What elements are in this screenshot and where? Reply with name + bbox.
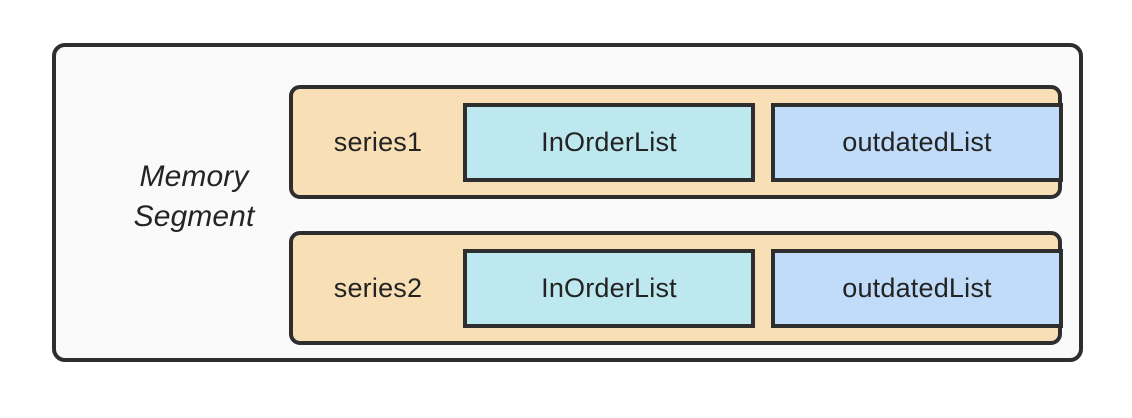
outdated-list-box-series2: outdatedList: [771, 248, 1063, 328]
series-label-series1: series1: [333, 126, 423, 157]
series-row-series1: series1 InOrderList outdatedList: [289, 85, 1063, 199]
memory-segment-label: Memory Segment: [133, 160, 255, 233]
outdated-list-box-series1: outdatedList: [771, 102, 1063, 182]
inorder-list-box-series2: InOrderList: [463, 248, 755, 328]
series-label-series2: series2: [333, 272, 423, 303]
inorder-list-box-series1: InOrderList: [463, 102, 755, 182]
series-row-series2: series2 InOrderList outdatedList: [289, 231, 1063, 345]
memory-segment-container: Memory Segment series1 InOrderList outda…: [52, 43, 1083, 362]
